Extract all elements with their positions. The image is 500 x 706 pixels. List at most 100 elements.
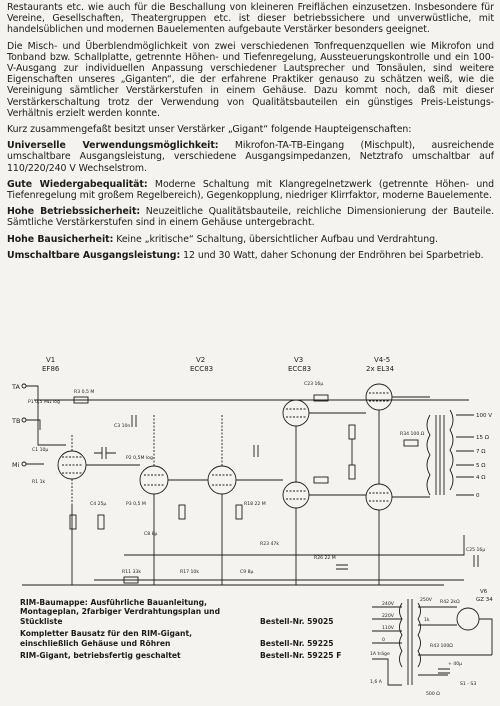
input-mi-jack [21, 461, 27, 467]
tube-ref-v1: V1 [46, 356, 55, 364]
feature-head: Gute Wiedergabequalität: [7, 178, 148, 190]
output-tap-100v: 100 V [476, 413, 492, 419]
mains-label: 110V [382, 625, 395, 631]
psu-part-label: R43 100Ω [430, 643, 453, 649]
feature-universal: Universelle Verwendungsmöglichkeit: Mikr… [7, 140, 494, 174]
feature-text: Mikrofon-TA-TB-Eingang (Mischpult), ausr… [7, 140, 494, 174]
resistor [123, 576, 139, 584]
feature-head: Umschaltbare Ausgangsleistung: [7, 249, 181, 261]
resistor [313, 476, 329, 484]
feature-head: Hohe Betriebssicherheit: [7, 206, 141, 218]
part-label: R18 22 M [244, 501, 266, 507]
psu-part-label: 500 Ω [426, 691, 440, 697]
output-taps [456, 414, 474, 496]
tube-type-v45: 2x EL34 [366, 365, 395, 373]
summary-line: Kurz zusammengefaßt besitzt unser Verstä… [7, 124, 412, 136]
part-label: C1 10µ [32, 447, 48, 453]
tube-v5 [365, 483, 393, 511]
part-label: P3 0,5 M [126, 501, 146, 507]
psu-part-label: 250V [420, 597, 433, 603]
output-tap-5ohm: 5 Ω [476, 463, 485, 469]
resistor [178, 504, 186, 520]
output-tap-15ohm: 15 Ω [476, 435, 489, 441]
capacitor [131, 415, 137, 427]
feature-quality: Gute Wiedergabequalität: Moderne Schaltu… [7, 179, 494, 201]
feature-build: Hohe Bausicherheit: Keine „kritische“ Sc… [7, 234, 494, 245]
output-tap-7ohm: 7 Ω [476, 449, 485, 455]
intro-paragraph: Restaurants etc. wie auch für die Bescha… [7, 2, 494, 36]
tube-type-v1: EF86 [42, 365, 60, 373]
mains-label: 240V [382, 601, 395, 607]
article-text: Restaurants etc. wie auch für die Bescha… [7, 2, 494, 266]
feature-text: 12 und 30 Watt, daher Schonung der Endrö… [180, 249, 484, 261]
tube-v1-electrodes [62, 435, 82, 505]
feedback-path [124, 535, 465, 556]
resistor [403, 439, 419, 447]
part-label: C23 16µ [304, 381, 323, 387]
capacitor [94, 447, 116, 459]
part-label: R1 1k [32, 479, 45, 485]
order-row: Kompletter Bausatz für den RIM-Gigant, e… [20, 629, 410, 648]
capacitor [336, 564, 348, 570]
tube-v2-electrodes [144, 415, 232, 486]
features-paragraph: Die Misch- und Überblendmöglichkeit von … [7, 40, 494, 119]
part-label: R23 47k [260, 541, 279, 547]
input-mi-label: Mi [12, 461, 20, 469]
input-tb-label: TB [11, 417, 20, 425]
resistor [73, 396, 89, 404]
resistor [97, 514, 105, 530]
feature-power: Umschaltbare Ausgangsleistung: 12 und 30… [7, 250, 494, 261]
part-label: C25 16µ [466, 547, 485, 553]
order-number: Bestell-Nr. 59225 [260, 638, 334, 648]
fuse-label: 1A träge [370, 651, 390, 657]
part-label: R11 33k [122, 569, 141, 575]
input-ta-label: TA [11, 383, 20, 391]
amplifier-schematic: V1 EF86 V2 ECC83 V3 ECC83 V4-5 2x EL34 T… [11, 356, 492, 586]
tube-ref-v3: V3 [294, 356, 303, 364]
order-desc: RIM-Baumappe: Ausführliche Bauanleitung,… [20, 598, 221, 626]
resistor [348, 424, 356, 440]
part-label: P1 0,5 MΩ log [28, 399, 60, 405]
signal-path [26, 385, 66, 465]
psu-wiring [372, 606, 493, 686]
feature-head: Universelle Verwendungsmöglichkeit: [7, 140, 219, 152]
part-label: R26 22 M [314, 555, 336, 561]
tube-v4 [365, 383, 393, 411]
capacitor [253, 445, 259, 457]
order-desc: RIM-Gigant, betriebsfertig geschaltet [20, 651, 181, 661]
tube-v2b [207, 465, 237, 495]
tube-ref-v45: V4-5 [374, 356, 390, 364]
part-label: R3 0,5 M [74, 389, 94, 395]
power-supply-schematic: V6 GZ 34 240V 220V 110V 0 1A träge 1,6 A… [370, 589, 493, 697]
input-tb-jack [21, 417, 27, 423]
resistor [348, 464, 356, 480]
order-list: RIM-Baumappe: Ausführliche Bauanleitung,… [20, 598, 410, 663]
resistor [235, 504, 243, 520]
part-label: C4 25µ [90, 501, 106, 507]
tube-type-v2: ECC83 [190, 365, 213, 373]
feature-text: Neuzeitliche Qualitätsbauteile, reichlic… [7, 206, 495, 229]
tube-v3a [282, 399, 310, 427]
part-label: C8 8µ [144, 531, 158, 537]
power-transformer [399, 599, 421, 685]
order-number: Bestell-Nr. 59025 [260, 616, 334, 626]
tube-type-v3: ECC83 [288, 365, 311, 373]
resistor [313, 394, 329, 402]
part-label: R17 10k [180, 569, 199, 575]
mains-label: 0 [382, 637, 385, 643]
tube-v3b [282, 481, 310, 509]
mains-label: 220V [382, 613, 395, 619]
psu-part-label: + 40µ [448, 661, 462, 667]
order-row: RIM-Baumappe: Ausführliche Bauanleitung,… [20, 598, 410, 626]
order-row: RIM-Gigant, betriebsfertig geschaltet Be… [20, 651, 410, 660]
psu-part-label: R42 2kΩ [440, 599, 460, 605]
switch-label: S1 - S3 [460, 681, 476, 687]
fuse-label: 1,6 A [370, 679, 383, 685]
input-ta-jack [21, 383, 27, 389]
capacitor [473, 555, 479, 567]
tube-ref-v2: V2 [196, 356, 205, 364]
part-label: P2 0,5M log [126, 455, 153, 461]
order-desc: Kompletter Bausatz für den RIM-Gigant, e… [20, 629, 192, 648]
psu-part-label: 1k [424, 617, 430, 623]
part-label: C3 10n [114, 423, 130, 429]
